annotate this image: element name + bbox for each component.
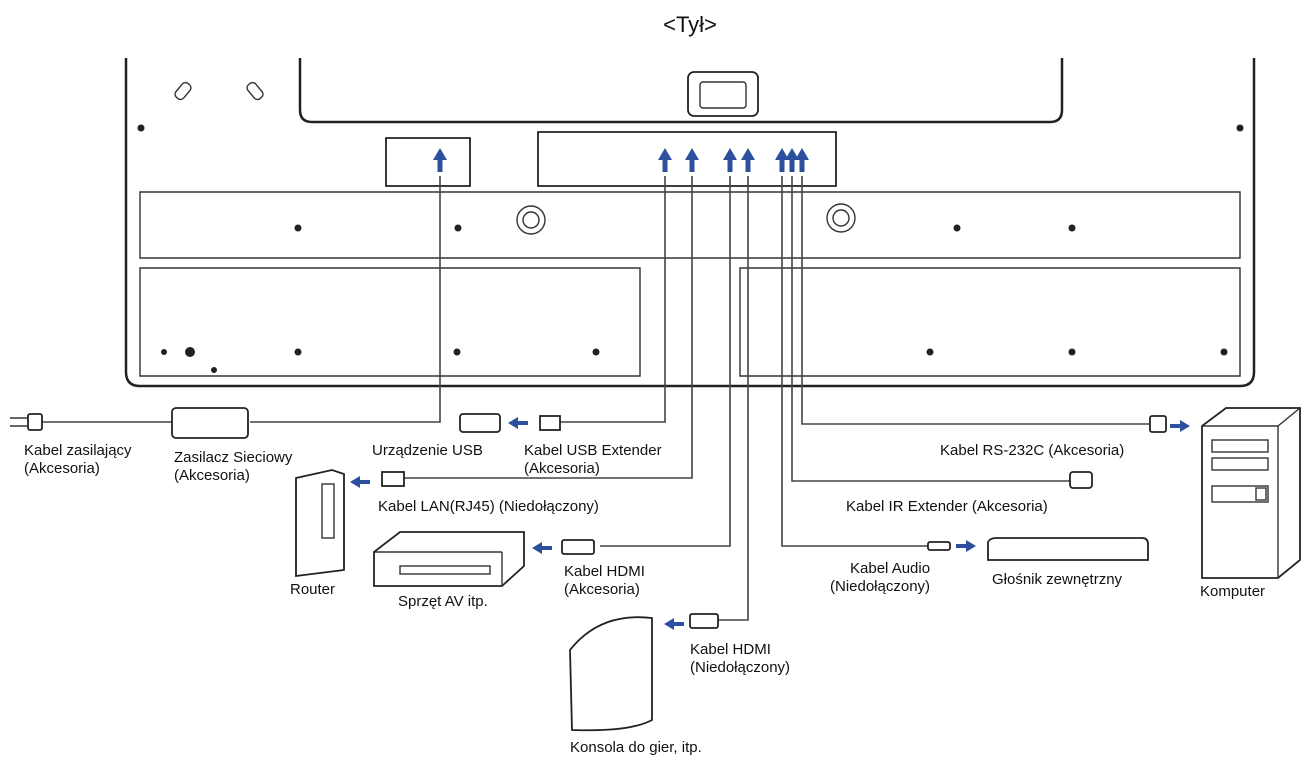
diagram-title: <Tył> xyxy=(663,12,717,37)
ir-extender-icon xyxy=(1069,471,1093,489)
port-arrows xyxy=(433,148,809,172)
audio-plug-icon xyxy=(927,541,951,551)
av-equipment-icon xyxy=(373,531,525,587)
av-equipment-label: Sprzęt AV itp. xyxy=(398,593,488,610)
usb-connector-icon xyxy=(539,415,561,431)
ir-extender-label: Kabel IR Extender (Akcesoria) xyxy=(846,498,1048,515)
hdmi-connector-acc-icon xyxy=(561,539,595,555)
usb-extender-label-2: (Akcesoria) xyxy=(524,460,600,477)
power-cable-label-1: Kabel zasilający xyxy=(24,442,132,459)
hdmi-acc-label-2: (Akcesoria) xyxy=(564,581,640,598)
hdmi-connector-not-icon xyxy=(689,613,719,629)
power-plug-icon xyxy=(10,413,43,431)
rs232c-connector-icon xyxy=(1149,415,1167,433)
audio-cable-label-2: (Niedołączony) xyxy=(830,578,930,595)
usb-extender-label-1: Kabel USB Extender xyxy=(524,442,662,459)
audio-cable-label-1: Kabel Audio xyxy=(850,560,930,577)
hdmi-not-label-1: Kabel HDMI xyxy=(690,641,771,658)
stand-mount xyxy=(687,71,759,117)
usb-device-label: Urządzenie USB xyxy=(372,442,483,459)
speaker-icon xyxy=(987,537,1149,561)
speaker-label: Głośnik zewnętrzny xyxy=(992,571,1123,588)
hdmi-not-label-2: (Niedołączony) xyxy=(690,659,790,676)
power-port-housing xyxy=(385,137,471,187)
lan-cable-label: Kabel LAN(RJ45) (Niedołączony) xyxy=(378,498,599,515)
cables xyxy=(40,176,1150,621)
game-console-label: Konsola do gier, itp. xyxy=(570,739,702,756)
computer-icon xyxy=(1201,407,1301,579)
usb-device-icon xyxy=(459,413,501,433)
game-console-icon xyxy=(569,616,653,732)
hdmi-acc-label-1: Kabel HDMI xyxy=(564,563,645,580)
lan-connector-icon xyxy=(381,471,405,487)
monitor-rear xyxy=(124,58,1256,388)
router-icon xyxy=(295,469,345,578)
computer-label: Komputer xyxy=(1200,583,1265,600)
rs232c-label: Kabel RS-232C (Akcesoria) xyxy=(940,442,1124,459)
router-label: Router xyxy=(290,581,335,598)
ac-adapter-label-2: (Akcesoria) xyxy=(174,467,250,484)
power-cable-label-2: (Akcesoria) xyxy=(24,460,100,477)
ac-adapter-label-1: Zasilacz Sieciowy xyxy=(174,449,293,466)
ac-adapter-icon xyxy=(171,407,249,439)
